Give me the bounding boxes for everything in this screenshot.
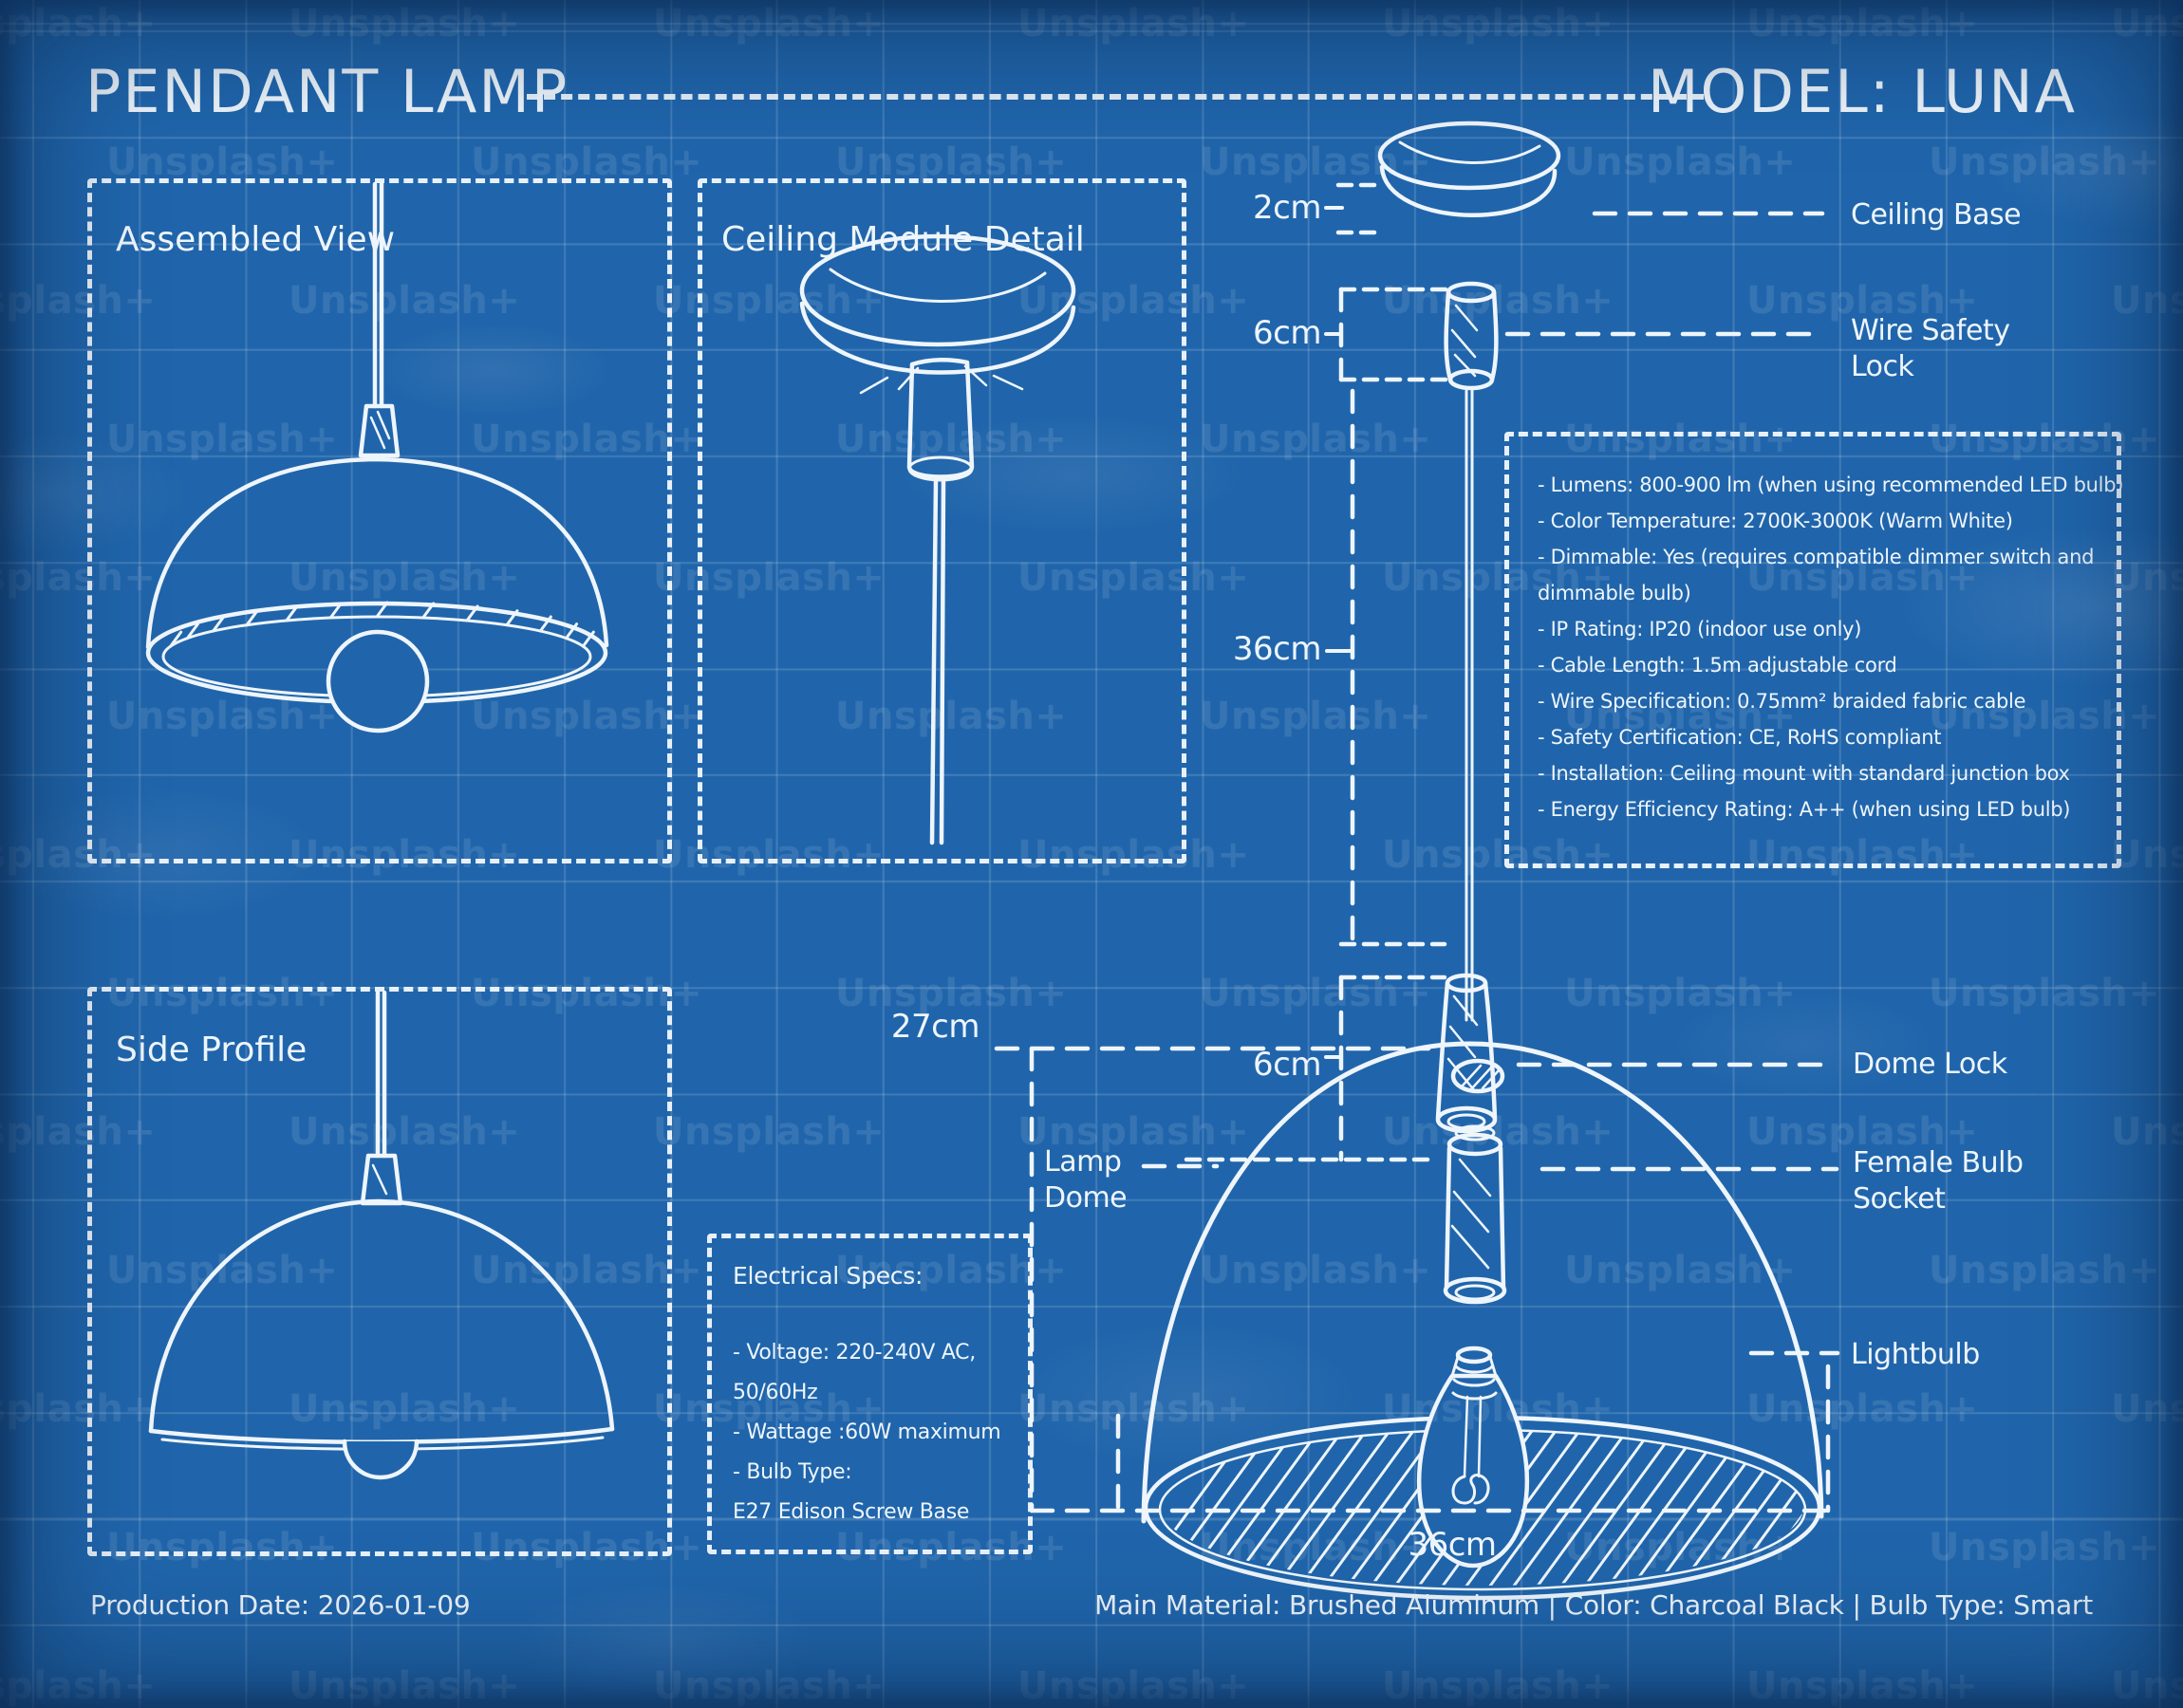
watermark-text: Unsplash+ <box>2111 1110 2183 1154</box>
dome-diameter-brackets <box>1115 1364 1831 1513</box>
watermark-text: Unsplash+ <box>1017 2 1250 46</box>
spec-line: - Dimmable: Yes (requires compatible dim… <box>1538 546 2095 568</box>
watermark-text: Unsplash+ <box>1929 972 2161 1015</box>
lightbulb-part <box>1416 1346 1530 1569</box>
specifications-frame <box>1504 432 2121 868</box>
label-female-bulb-socket: Female Bulb Socket <box>1853 1146 2024 1216</box>
wire-safety-lock-part <box>1446 281 1497 304</box>
spec-line: 50/60Hz <box>733 1381 818 1404</box>
dim-dome-diameter: 36cm <box>1408 1526 1497 1564</box>
electrical-specs-frame <box>707 1234 1033 1554</box>
watermark-text: Unsplash+ <box>0 2 157 46</box>
side-profile-title: Side Profile <box>116 1030 308 1069</box>
label-ceiling-base: Ceiling Base <box>1851 198 2022 232</box>
label-lightbulb: Lightbulb <box>1851 1338 1980 1371</box>
watermark-text: Unsplash+ <box>2111 556 2183 600</box>
watermark-text: Unsplash+ <box>1746 1664 1979 1708</box>
watermark-text: Unsplash+ <box>2111 279 2183 323</box>
dim-ceiling-base: 2cm <box>1253 189 1321 227</box>
spec-line: - Bulb Type: <box>733 1460 852 1484</box>
assembled-view-frame <box>87 178 672 863</box>
watermark-text: Unsplash+ <box>289 1664 521 1708</box>
spec-line: - Lumens: 800-900 lm (when using recomme… <box>1538 473 2124 496</box>
header-dashed-line <box>527 94 1704 100</box>
materials-line: Main Material: Brushed Aluminum | Color:… <box>1094 1589 2093 1621</box>
watermark-text: Unsplash+ <box>1746 2 1979 46</box>
dim-cable: 36cm <box>1232 630 1322 668</box>
specifications-list: - Lumens: 800-900 lm (when using recomme… <box>1538 467 2124 827</box>
spec-line: - Safety Certification: CE, RoHS complia… <box>1538 726 1942 749</box>
spec-line: - IP Rating: IP20 (indoor use only) <box>1538 618 1862 640</box>
ceiling-module-drawing <box>799 233 1076 845</box>
spec-line: - Voltage: 220-240V AC, <box>733 1341 976 1365</box>
electrical-specs-title: Electrical Specs: <box>733 1262 924 1290</box>
exploded-view-drawing <box>994 121 1840 1601</box>
watermark-text: Unsplash+ <box>653 1664 886 1708</box>
watermark-text: Unsplash+ <box>1382 2 1614 46</box>
label-wire-safety-lock: Wire Safety Lock <box>1851 314 2010 383</box>
spec-line: - Energy Efficiency Rating: A++ (when us… <box>1538 798 2071 821</box>
ceiling-base-part <box>1377 121 1561 191</box>
assembled-lamp-drawing <box>145 181 609 733</box>
model-title: MODEL: LUNA <box>1648 57 2077 126</box>
ceiling-module-frame <box>698 178 1186 863</box>
production-date: Production Date: 2026-01-09 <box>90 1589 471 1621</box>
spec-line: E27 Edison Screw Base <box>733 1500 970 1524</box>
side-profile-drawing <box>148 990 615 1480</box>
label-dome-lock: Dome Lock <box>1853 1048 2007 1081</box>
ceiling-base-bracket <box>1335 182 1379 235</box>
watermark-text: Unsplash+ <box>1929 1526 2161 1569</box>
spec-line: - Installation: Ceiling mount with stand… <box>1538 762 2070 785</box>
spec-line: - Cable Length: 1.5m adjustable cord <box>1538 654 1897 677</box>
spec-line: - Color Temperature: 2700K-3000K (Warm W… <box>1538 510 2013 532</box>
spec-line: - Wattage :60W maximum <box>733 1420 1001 1444</box>
lamp-dome-part <box>1141 1041 1824 1524</box>
watermark-text: Unsplash+ <box>653 1110 886 1154</box>
electrical-specs-block: Electrical Specs: - Voltage: 220-240V AC… <box>733 1262 1008 1532</box>
watermark-text: Unsplash+ <box>2111 1664 2183 1708</box>
page-title: PENDANT LAMP <box>85 57 569 126</box>
dim-dome-lock: 6cm <box>1253 1046 1321 1084</box>
watermark-text: Unsplash+ <box>1382 1664 1614 1708</box>
electrical-specs-list: - Voltage: 220-240V AC, 50/60Hz - Wattage … <box>733 1333 1008 1532</box>
female-bulb-socket-part <box>1443 1124 1507 1305</box>
label-lamp-dome: Lamp Dome <box>1044 1145 1128 1215</box>
side-profile-frame <box>87 987 672 1556</box>
dim-wire-safety-lock: 6cm <box>1253 314 1321 352</box>
spec-line: - Wire Specification: 0.75mm² braided fa… <box>1538 690 2026 713</box>
watermark-text: Unsplash+ <box>653 2 886 46</box>
watermark-text: Unsplash+ <box>1017 1664 1250 1708</box>
assembled-view-title: Assembled View <box>116 220 396 259</box>
watermark-text: Unsplash+ <box>2111 2 2183 46</box>
watermark-text: Unsplash+ <box>2111 1387 2183 1431</box>
watermark-text: Unsplash+ <box>289 2 521 46</box>
watermark-text: Unsplash+ <box>2111 833 2183 877</box>
watermark-text: Unsplash+ <box>1929 140 2161 184</box>
dim-dome-height: 27cm <box>890 1008 980 1046</box>
spec-line: dimmable bulb) <box>1538 582 1691 604</box>
watermark-text: Unsplash+ <box>1929 1249 2161 1292</box>
watermark-text: Unsplash+ <box>0 1664 157 1708</box>
